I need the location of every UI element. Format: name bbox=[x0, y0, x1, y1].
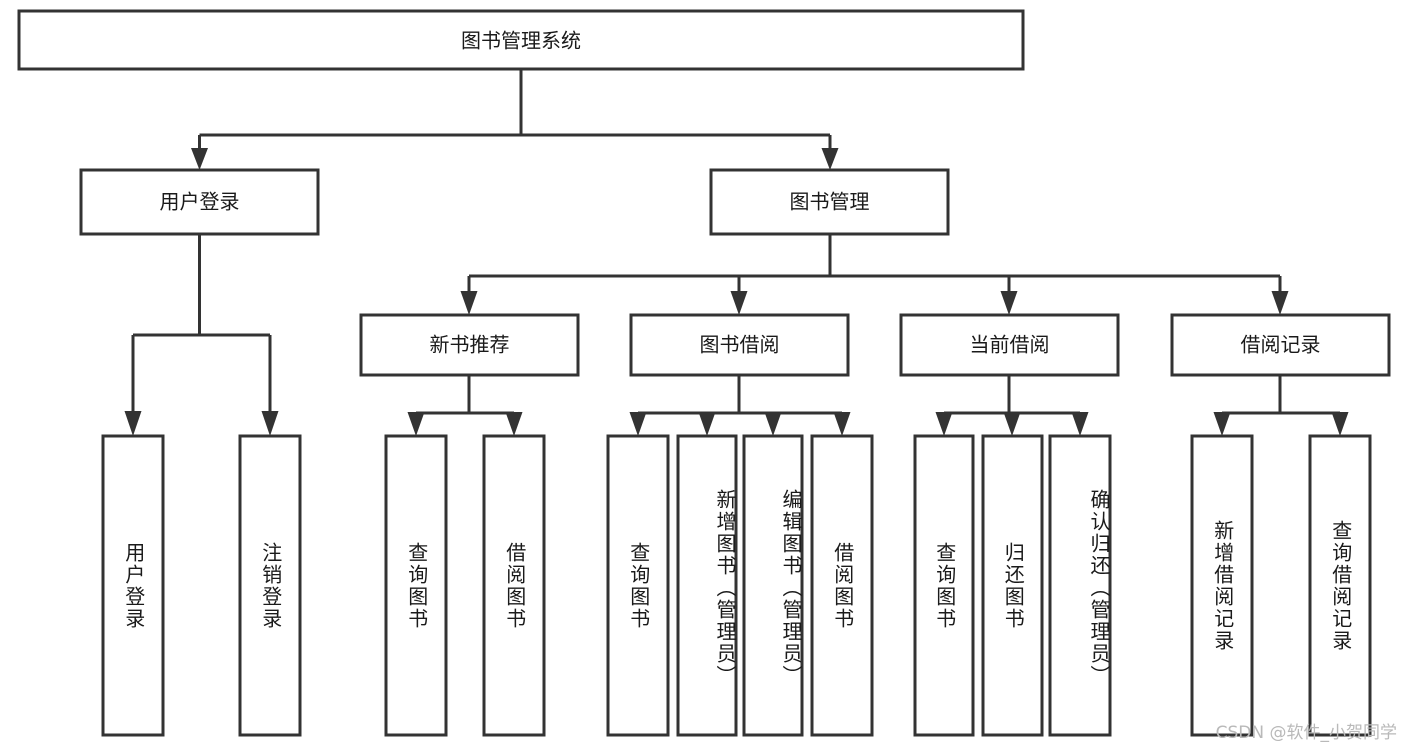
node-book-borrow-label: 图书借阅 bbox=[700, 333, 780, 357]
node-current-borrow-box[interactable] bbox=[899, 313, 1120, 377]
arrow-head-current-return bbox=[1003, 412, 1021, 436]
arrow-head-book-mgmt bbox=[821, 148, 839, 170]
arrow-head-newbook-query bbox=[407, 412, 425, 436]
connector-layer bbox=[124, 69, 1349, 436]
node-book-management-box[interactable] bbox=[709, 168, 950, 236]
node-new-book-recommend-label: 新书推荐 bbox=[430, 333, 510, 357]
leaf-box-layer bbox=[101, 434, 1372, 737]
arrow-head-records-query bbox=[1331, 412, 1349, 436]
node-user-login-label: 用户登录 bbox=[160, 190, 240, 214]
leaf-box-newbook-borrow[interactable] bbox=[482, 434, 546, 737]
node-borrow-records[interactable]: 借阅记录 bbox=[1170, 313, 1391, 377]
node-root-system-label: 图书管理系统 bbox=[461, 29, 581, 53]
arrow-head-borrow-records bbox=[1271, 291, 1289, 315]
arrow-head-newbook-rec bbox=[460, 291, 478, 315]
node-root-system[interactable]: 图书管理系统 bbox=[17, 9, 1025, 71]
node-book-management-label: 图书管理 bbox=[790, 190, 870, 214]
arrow-head-current-query bbox=[935, 412, 953, 436]
leaf-box-borrow-lend[interactable] bbox=[810, 434, 874, 737]
arrow-head-leaf-logout bbox=[261, 411, 279, 436]
leaf-box-current-query[interactable] bbox=[913, 434, 975, 737]
arrow-head-current-confirm bbox=[1071, 412, 1089, 436]
node-book-management[interactable]: 图书管理 bbox=[709, 168, 950, 236]
leaf-box-current-confirm[interactable] bbox=[1048, 434, 1112, 737]
node-user-login[interactable]: 用户登录 bbox=[79, 168, 320, 236]
node-user-login-box[interactable] bbox=[79, 168, 320, 236]
node-new-book-recommend[interactable]: 新书推荐 bbox=[359, 313, 580, 377]
node-book-borrow-box[interactable] bbox=[629, 313, 850, 377]
arrow-head-current-borrow bbox=[1000, 291, 1018, 315]
leaf-box-newbook-query[interactable] bbox=[384, 434, 448, 737]
leaf-box-current-return[interactable] bbox=[981, 434, 1044, 737]
arrow-head-user-login bbox=[191, 148, 208, 170]
csdn-watermark: CSDN @软件_小贺同学 bbox=[1215, 723, 1397, 743]
arrow-head-book-borrow bbox=[730, 291, 748, 315]
node-current-borrow[interactable]: 当前借阅 bbox=[899, 313, 1120, 377]
node-current-borrow-label: 当前借阅 bbox=[970, 333, 1050, 357]
arrow-head-borrow-lend bbox=[833, 412, 851, 436]
leaf-box-user-login[interactable] bbox=[101, 434, 165, 737]
node-borrow-records-label: 借阅记录 bbox=[1241, 333, 1321, 357]
arrow-head-newbook-borrow bbox=[505, 412, 523, 436]
arrow-head-leaf-user-login bbox=[124, 411, 142, 436]
arrow-head-borrow-edit bbox=[764, 412, 782, 436]
arrow-head-borrow-add bbox=[698, 412, 716, 436]
arrow-head-records-add bbox=[1213, 412, 1231, 436]
node-new-book-recommend-box[interactable] bbox=[359, 313, 580, 377]
arrow-head-borrow-query bbox=[629, 412, 647, 436]
node-book-borrow[interactable]: 图书借阅 bbox=[629, 313, 850, 377]
leaf-box-borrow-edit-admin[interactable] bbox=[742, 434, 804, 737]
leaf-box-records-query[interactable] bbox=[1308, 434, 1372, 737]
node-borrow-records-box[interactable] bbox=[1170, 313, 1391, 377]
node-root-system-box[interactable] bbox=[17, 9, 1025, 71]
leaf-box-logout[interactable] bbox=[238, 434, 302, 737]
leaf-box-borrow-add-admin[interactable] bbox=[676, 434, 738, 737]
leaf-box-borrow-query[interactable] bbox=[606, 434, 670, 737]
leaf-box-records-add[interactable] bbox=[1190, 434, 1254, 737]
